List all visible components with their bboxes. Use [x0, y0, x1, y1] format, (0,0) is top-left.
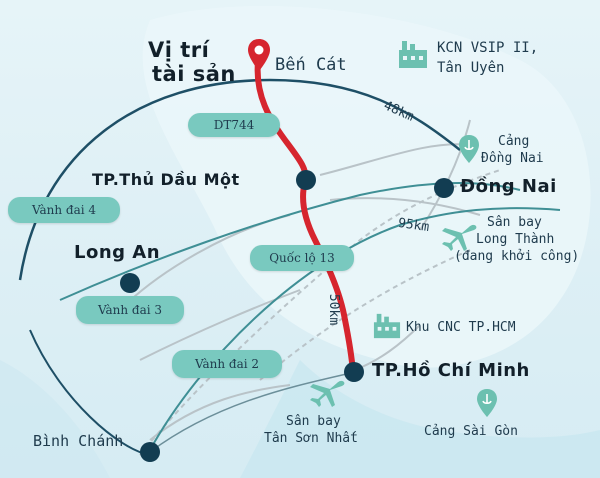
vanh-dai-2-road: [149, 207, 561, 451]
water-left: [0, 360, 110, 478]
port-pin-icon: [459, 135, 479, 163]
factory-icon: [399, 41, 427, 68]
road-label-dt744: DT744: [188, 113, 280, 137]
poi-long-thanh-line3: (đang khởi công): [454, 249, 580, 264]
asset-location-title-line1: Vị trí: [148, 38, 210, 62]
vanh-dai-4-road: [18, 78, 461, 281]
ring-road-south: [149, 371, 356, 453]
poi-long-thanh-line1: Sân bay: [487, 215, 542, 230]
poi-vsip-line1: KCN VSIP II,: [437, 40, 539, 56]
minor-road: [149, 384, 291, 441]
road-label-vanh-dai-4: Vành đai 4: [8, 197, 120, 223]
distance-50km: 50km: [326, 293, 342, 326]
vanh-dai-3-road: [59, 182, 521, 301]
location-pin-icon: [248, 39, 270, 71]
road-label-quoc-lo-13: Quốc lộ 13: [250, 245, 354, 271]
dashed-roads: [139, 169, 501, 456]
airplane-icon: [442, 224, 477, 251]
airplane-icon: [310, 380, 345, 407]
port-pin-icon: [477, 389, 497, 417]
poi-cang-sai-gon: Cảng Sài Gòn: [424, 424, 518, 439]
poi-vsip-line2: Tân Uyên: [437, 60, 505, 76]
road-label-vanh-dai-2: Vành đai 2: [172, 350, 282, 378]
place-long-an: Long An: [74, 242, 161, 263]
poi-cang-dong-nai-line1: Cảng: [498, 134, 530, 149]
place-dong-nai: Đồng Nai: [460, 176, 557, 197]
road-label-vanh-dai-3: Vành đai 3: [76, 296, 184, 324]
place-ben-cat: Bến Cát: [275, 55, 347, 75]
factory-icon: [373, 313, 401, 339]
ring-outer-arc: [29, 329, 151, 456]
minor-road: [319, 143, 471, 176]
poi-khu-cnc: Khu CNC TP.HCM: [406, 320, 516, 335]
place-thu-dau-mot: TP.Thủ Dầu Một: [92, 170, 240, 189]
poi-tan-son-nhat-line2: Tân Sơn Nhất: [264, 431, 358, 446]
asset-location-title-line2: tài sản: [152, 62, 236, 86]
minor-road: [139, 289, 301, 361]
land-shape: [142, 5, 591, 368]
city-dot-dong-nai: [434, 178, 454, 198]
city-dot-long-an: [120, 273, 140, 293]
dashed-road: [139, 169, 501, 456]
city-dot-thu-dau-mot: [296, 170, 316, 190]
poi-cang-dong-nai-line2: Đồng Nai: [481, 151, 544, 166]
place-binh-chanh: Bình Chánh: [33, 432, 124, 450]
city-dot-binh-chanh: [140, 442, 160, 462]
poi-long-thanh-line2: Long Thành: [476, 232, 555, 247]
place-hcm: TP.Hồ Chí Minh: [372, 360, 530, 381]
city-dot-hcm: [344, 362, 364, 382]
dashed-road: [259, 249, 471, 381]
poi-tan-son-nhat-line1: Sân bay: [286, 414, 341, 429]
